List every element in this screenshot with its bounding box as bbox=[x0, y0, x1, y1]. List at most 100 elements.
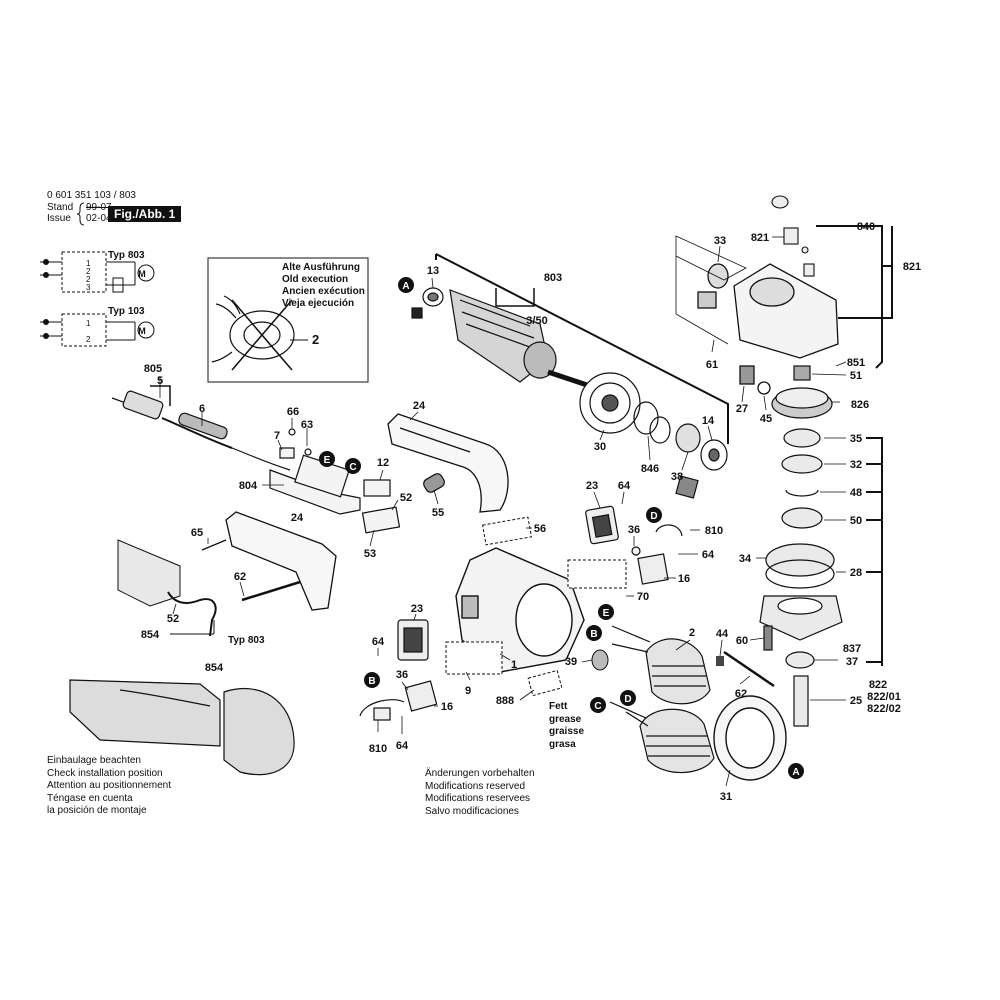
motor-housing bbox=[455, 547, 585, 673]
commutator bbox=[523, 341, 557, 379]
wire-810 bbox=[655, 524, 683, 537]
leader bbox=[465, 671, 471, 681]
part-label-55: 55 bbox=[432, 507, 444, 519]
part-label-7: 7 bbox=[274, 430, 280, 442]
label-9 bbox=[445, 641, 503, 675]
plug-body bbox=[122, 390, 164, 420]
part-label-12: 12 bbox=[377, 457, 389, 469]
coil-lead bbox=[611, 643, 649, 653]
spindle-stack bbox=[759, 428, 843, 727]
housing-sketch bbox=[223, 687, 295, 776]
part-label-846: 846 bbox=[641, 463, 659, 475]
armature bbox=[411, 287, 591, 389]
part-label-64-a: 64 bbox=[618, 480, 631, 492]
holder-16 bbox=[637, 553, 669, 585]
type-103-label: Typ 103 bbox=[108, 306, 145, 317]
reference-marker-c-left: C bbox=[345, 458, 361, 474]
marker-label: D bbox=[650, 511, 657, 522]
part-label-854-lower: 854 bbox=[205, 662, 224, 674]
part-label-822-02: 822/02 bbox=[867, 703, 901, 715]
part-label-805: 805 bbox=[144, 363, 162, 375]
part-label-66: 66 bbox=[287, 406, 299, 418]
part-label-837: 837 bbox=[843, 643, 861, 655]
marker-label: A bbox=[402, 281, 409, 292]
gear-face bbox=[775, 387, 829, 409]
installation-line: Check installation position bbox=[47, 767, 163, 779]
leader bbox=[835, 361, 847, 367]
leader bbox=[675, 639, 691, 651]
installation-line: Téngase en cuenta bbox=[47, 792, 133, 804]
part-label-1: 1 bbox=[511, 659, 517, 671]
part-label-888: 888 bbox=[496, 695, 514, 707]
part-label-23-lower: 23 bbox=[411, 603, 423, 615]
carbon-brush bbox=[363, 479, 391, 497]
leader bbox=[431, 277, 434, 289]
marker-circle bbox=[364, 672, 380, 688]
part-label-9: 9 bbox=[465, 685, 471, 697]
switch-box bbox=[61, 313, 107, 347]
brush-plate-upper bbox=[585, 505, 683, 585]
bearing-bore bbox=[427, 292, 439, 302]
leader bbox=[277, 439, 283, 451]
old-execution-note: Alte Ausführung Old execution Ancien exé… bbox=[282, 262, 365, 310]
nut-51 bbox=[793, 365, 811, 381]
label-56 bbox=[482, 516, 532, 546]
bracket-822 bbox=[866, 437, 883, 666]
marker-circle bbox=[646, 507, 662, 523]
part-label-63: 63 bbox=[301, 419, 313, 431]
part-label-5: 5 bbox=[157, 375, 163, 387]
typ-803-label: Typ 803 bbox=[228, 635, 265, 646]
terminal-label: 2 bbox=[86, 335, 91, 344]
part-label-50: 50 bbox=[850, 515, 862, 527]
modification-line: Änderungen vorbehalten bbox=[425, 768, 535, 779]
part-label-16-upper: 16 bbox=[678, 573, 690, 585]
marker-circle bbox=[398, 277, 414, 293]
ring-37 bbox=[785, 651, 815, 669]
marker-label: E bbox=[324, 455, 331, 466]
guard-rim bbox=[765, 559, 835, 589]
leader bbox=[717, 245, 721, 263]
part-label-840: 840 bbox=[857, 221, 875, 233]
part-label-37: 37 bbox=[846, 656, 858, 668]
old-execution-line: Old execution bbox=[282, 274, 349, 285]
part-label-62-right: 62 bbox=[735, 688, 747, 700]
handle-lower bbox=[201, 511, 337, 611]
spring bbox=[423, 473, 445, 493]
part-label-52-upper: 52 bbox=[400, 492, 412, 504]
ring-33 bbox=[707, 263, 729, 289]
part-label-33: 33 bbox=[714, 235, 726, 247]
leader bbox=[172, 603, 177, 615]
part-label-6: 6 bbox=[199, 403, 205, 415]
part-label-56: 56 bbox=[534, 523, 546, 535]
part-label-38: 38 bbox=[671, 471, 683, 483]
leader bbox=[763, 395, 767, 411]
installation-line: Einbaulage beachten bbox=[47, 755, 141, 766]
bracket-840 bbox=[830, 225, 883, 369]
part-label-35: 35 bbox=[850, 433, 862, 445]
installation-line: la posición de montaje bbox=[47, 805, 147, 816]
leader bbox=[707, 425, 713, 441]
coil-ring bbox=[243, 321, 281, 349]
brush-holder bbox=[361, 506, 401, 534]
field-coil-lower bbox=[609, 701, 715, 774]
part-label-13: 13 bbox=[427, 265, 439, 277]
part-label-16-lower: 16 bbox=[441, 701, 453, 713]
marker-label: C bbox=[594, 701, 601, 712]
part-label-61: 61 bbox=[706, 359, 718, 371]
cross-out bbox=[231, 299, 293, 371]
part-label-48: 48 bbox=[850, 487, 862, 499]
bearing-bore bbox=[708, 448, 720, 462]
motor-label: M bbox=[138, 269, 146, 279]
cover-inner bbox=[591, 514, 613, 538]
shaft bbox=[547, 369, 591, 389]
armature-windings bbox=[459, 299, 539, 351]
screw bbox=[304, 448, 312, 456]
part-label-64-c: 64 bbox=[372, 636, 385, 648]
switch-assembly bbox=[269, 428, 445, 534]
ring-32 bbox=[781, 454, 823, 474]
ring-inner bbox=[725, 707, 775, 769]
installation-sketch-bottom bbox=[69, 679, 295, 776]
bearing-35 bbox=[783, 428, 821, 448]
part-label-34: 34 bbox=[739, 553, 752, 565]
